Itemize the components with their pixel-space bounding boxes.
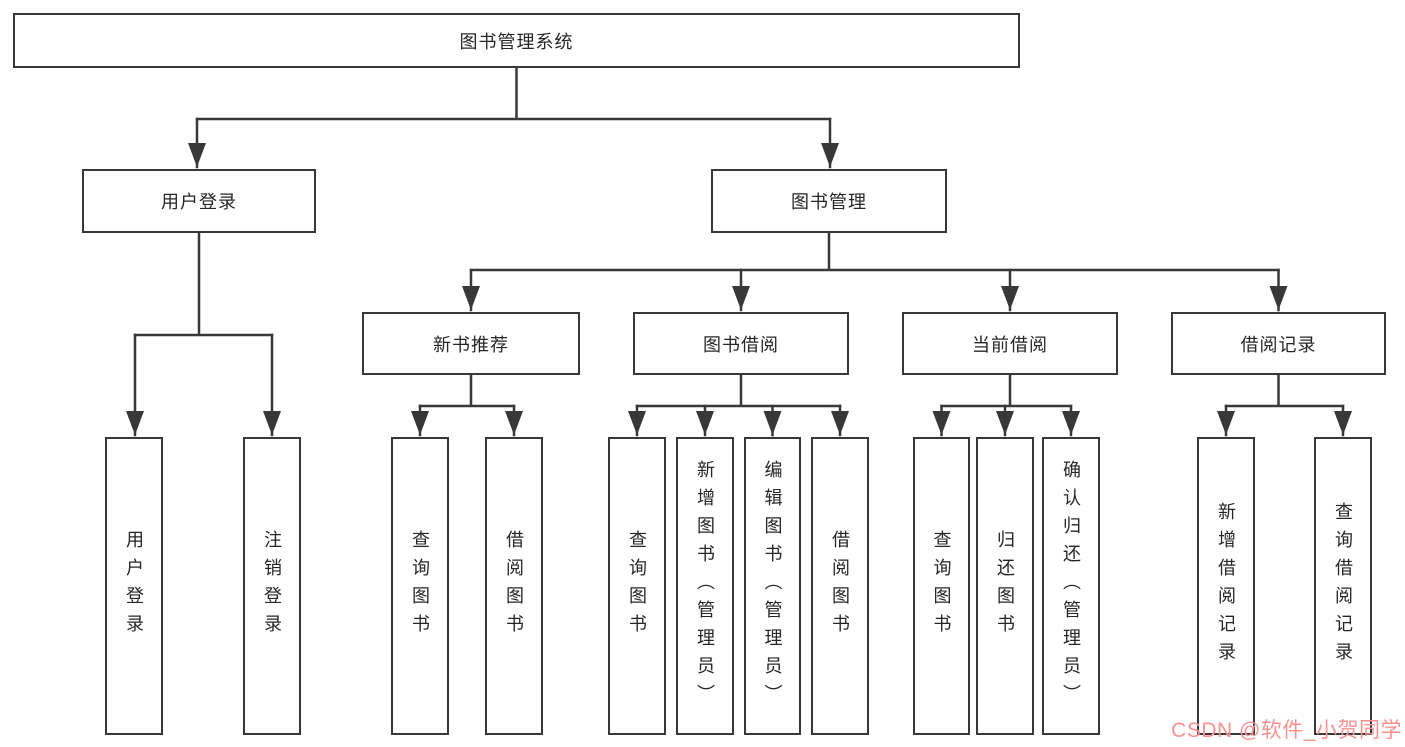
leaf-add-borrow-record: 新增借阅记录 xyxy=(1197,437,1255,735)
leaf-logout: 注销登录 xyxy=(243,437,301,735)
leaf-label: 确认归还（管理员） xyxy=(1061,460,1081,712)
node-new-book-recommend: 新书推荐 xyxy=(362,312,580,375)
leaf-label: 查询图书 xyxy=(627,530,647,642)
leaf-label: 用户登录 xyxy=(124,530,144,642)
leaf-label: 借阅图书 xyxy=(830,530,850,642)
leaf-label: 新增图书（管理员） xyxy=(695,460,715,712)
leaf-label: 查询借阅记录 xyxy=(1333,502,1353,670)
leaf-user-login: 用户登录 xyxy=(105,437,163,735)
leaf-borrow-books: 借阅图书 xyxy=(811,437,869,735)
node-current-borrow: 当前借阅 xyxy=(902,312,1118,375)
leaf-borrow-books-recommend: 借阅图书 xyxy=(485,437,543,735)
leaf-label: 查询图书 xyxy=(410,530,430,642)
leaf-label: 新增借阅记录 xyxy=(1216,502,1236,670)
node-book-borrow: 图书借阅 xyxy=(633,312,849,375)
leaf-query-borrow-record: 查询借阅记录 xyxy=(1314,437,1372,735)
leaf-label: 编辑图书（管理员） xyxy=(762,460,783,712)
leaf-return-book: 归还图书 xyxy=(976,437,1034,735)
watermark-text: CSDN @软件_小贺同学 xyxy=(1171,719,1402,742)
leaf-label: 查询图书 xyxy=(931,530,952,642)
node-root-system: 图书管理系统 xyxy=(13,13,1020,68)
leaf-query-books-recommend: 查询图书 xyxy=(391,437,449,735)
leaf-add-book-admin: 新增图书（管理员） xyxy=(676,437,734,735)
leaf-label: 归还图书 xyxy=(995,530,1015,642)
leaf-label: 注销登录 xyxy=(262,530,282,642)
node-book-management: 图书管理 xyxy=(711,169,947,233)
node-borrow-records: 借阅记录 xyxy=(1171,312,1386,375)
node-user-login: 用户登录 xyxy=(82,169,316,233)
leaf-confirm-return-admin: 确认归还（管理员） xyxy=(1042,437,1100,735)
leaf-query-books-borrow: 查询图书 xyxy=(608,437,666,735)
leaf-query-books-current: 查询图书 xyxy=(913,437,970,735)
leaf-edit-book-admin: 编辑图书（管理员） xyxy=(744,437,801,735)
leaf-label: 借阅图书 xyxy=(504,530,524,642)
